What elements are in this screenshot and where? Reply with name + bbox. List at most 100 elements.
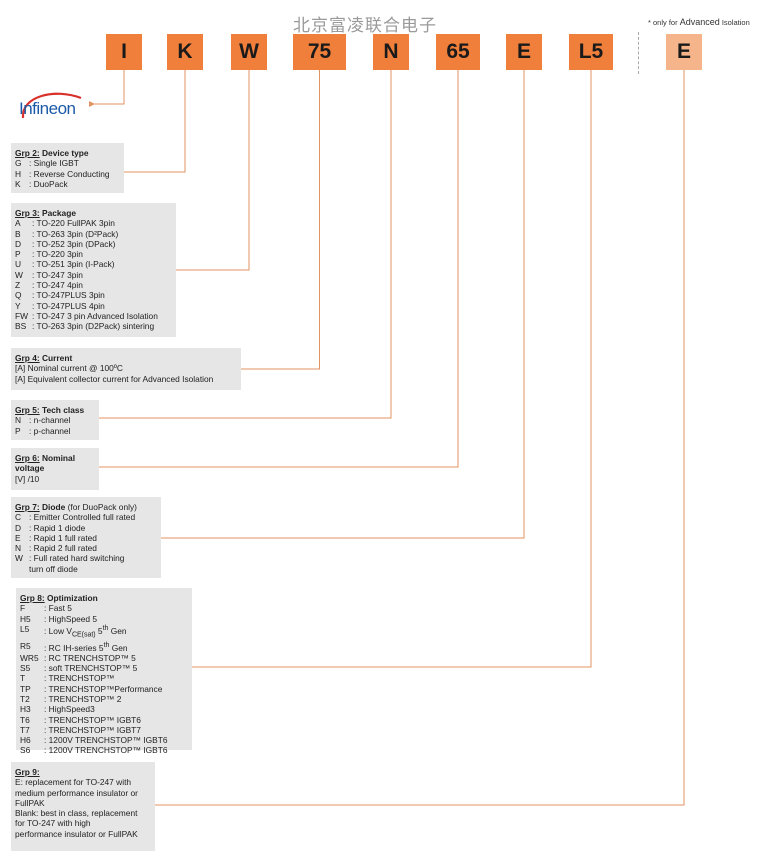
entry-description: : RC IH-series 5th Gen [44, 641, 128, 653]
code-segment-1: K [167, 34, 203, 70]
entry-code: WR5 [20, 652, 39, 663]
entry-description: : Emitter Controlled full rated [29, 512, 136, 523]
entry-description: : HighSpeed 5 [44, 613, 98, 624]
entry-description: : 1200V TRENCHSTOP™ IGBT6 [44, 735, 168, 746]
entry-code: S5 [20, 663, 31, 674]
group-entry: T2 : TRENCHSTOP™ 2 [20, 694, 188, 704]
code-segment-5: 65 [436, 34, 480, 70]
code-segment-2: W [231, 34, 267, 70]
code-segment-0: I [106, 34, 142, 70]
entry-description: : p-channel [29, 425, 71, 436]
group-heading: Current [39, 353, 73, 363]
code-segment-7: L5 [569, 34, 613, 70]
entry-description: : RC TRENCHSTOP™ 5 [44, 652, 136, 663]
group-entry: FW: TO-247 3 pin Advanced Isolation [15, 311, 172, 321]
group-entry: L5 : Low VCE(sat) 5th Gen [20, 624, 188, 641]
entry-description: : DuoPack [29, 178, 68, 189]
entry-description: : TRENCHSTOP™ IGBT7 [44, 724, 141, 735]
group-heading: Package [39, 208, 76, 218]
group-entry: S6 : 1200V TRENCHSTOP™ IGBT6 [20, 745, 188, 755]
group-text-line: FullPAK [15, 797, 45, 808]
group-text-line: medium performance insulator or [15, 787, 138, 798]
entry-code: Z [15, 280, 21, 291]
entry-code: H3 [20, 704, 31, 715]
group-text-line: [A] Nominal current @ 100ºC [15, 363, 123, 374]
entry-code: TP [20, 683, 31, 694]
group-number: Grp 7: [15, 502, 40, 512]
watermark-text: 北京富凌联合电子 [293, 16, 437, 36]
entry-description: : TRENCHSTOP™ 2 [44, 693, 122, 704]
group-title: Grp 6: Nominal voltage [15, 453, 95, 474]
entry-description: : TRENCHSTOP™ IGBT6 [44, 714, 141, 725]
entry-code: H6 [20, 735, 31, 746]
infineon-logo: Infineon [19, 92, 82, 119]
connector-line-grp6 [99, 70, 459, 468]
entry-description: : TO-220 3pin [32, 249, 83, 260]
entry-code: FW [15, 310, 29, 321]
group-title: Grp 2: Device type [15, 148, 120, 158]
group-panel-6: Grp 6: Nominal voltage[V] /10 [11, 448, 99, 490]
code-segment-3: 75 [293, 34, 346, 70]
entry-description: : TO-247 3pin [32, 269, 83, 280]
group-entry: H5: HighSpeed 5 [20, 614, 188, 624]
entry-description: : Full rated hard switching [29, 553, 125, 564]
group-entry: F: Fast 5 [20, 603, 188, 613]
entry-code: L5 [20, 623, 30, 634]
entry-code: D [15, 522, 22, 533]
group-text-line: [A] Equivalent collector current for Adv… [15, 373, 214, 384]
entry-code: R5 [20, 640, 31, 651]
group-heading-note: (for DuoPack only) [65, 502, 137, 512]
group-heading: Optimization [44, 593, 98, 603]
entry-code: A [15, 218, 21, 229]
entry-code: Y [15, 300, 21, 311]
connector-line-grp8 [192, 70, 592, 668]
entry-code: Q [15, 290, 22, 301]
entry-description: : TO-247PLUS 4pin [32, 300, 105, 311]
code-segment-8: E [666, 34, 702, 70]
group-entry: W : Full rated hard switching [15, 553, 157, 563]
entry-code: G [15, 158, 22, 169]
group-heading: Diode [39, 502, 66, 512]
entry-code: BS [15, 321, 27, 332]
group-number: Grp 2: [15, 148, 40, 158]
entry-code: S6 [20, 745, 31, 756]
entry-code: W [15, 269, 23, 280]
entry-description: : HighSpeed3 [44, 704, 95, 715]
group-entry: N: Rapid 2 full rated [15, 543, 157, 553]
group-heading: Nominal voltage [15, 453, 76, 474]
code-separator [638, 32, 639, 74]
entry-description: turn off diode [29, 563, 78, 574]
group-entry: WR5 : RC TRENCHSTOP™ 5 [20, 653, 188, 663]
entry-description: : Single IGBT [29, 158, 79, 169]
entry-code: D [15, 238, 22, 249]
entry-description: : TO-247PLUS 3pin [32, 290, 105, 301]
group-entry: A: TO-220 FullPAK 3pin [15, 218, 172, 228]
entry-description: : TRENCHSTOP™Performance [44, 683, 163, 694]
code-segment-4: N [373, 34, 409, 70]
entry-code: T2 [20, 693, 30, 704]
entry-code: K [15, 178, 21, 189]
group-entry: Q : TO-247PLUS 3pin [15, 290, 172, 300]
group-entry: C: Emitter Controlled full rated [15, 512, 157, 522]
group-number: Grp 8: [20, 593, 45, 603]
connector-line-grp9 [155, 70, 685, 806]
entry-description: : TO-263 3pin (D2Pack) sintering [32, 321, 155, 332]
note-highlight: Advanced [679, 17, 720, 27]
group-entry: S5 : soft TRENCHSTOP™ 5 [20, 663, 188, 673]
entry-description: : Rapid 1 diode [29, 522, 86, 533]
entry-description: : 1200V TRENCHSTOP™ IGBT6 [44, 745, 168, 756]
entry-description: : TO-251 3pin (I-Pack) [32, 259, 115, 270]
group-text-line: for TO-247 with high [15, 818, 91, 829]
connector-line-grp7 [161, 70, 525, 539]
group-heading: Device type [39, 148, 89, 158]
entry-code: U [15, 259, 22, 270]
entry-code: W [15, 553, 23, 564]
note-prefix: * only for [648, 18, 678, 27]
entry-description: : Low VCE(sat) 5th Gen [44, 624, 127, 639]
entry-description: : soft TRENCHSTOP™ 5 [44, 663, 138, 674]
logo-swoosh [21, 92, 82, 119]
connector-line-grp4 [241, 70, 320, 370]
